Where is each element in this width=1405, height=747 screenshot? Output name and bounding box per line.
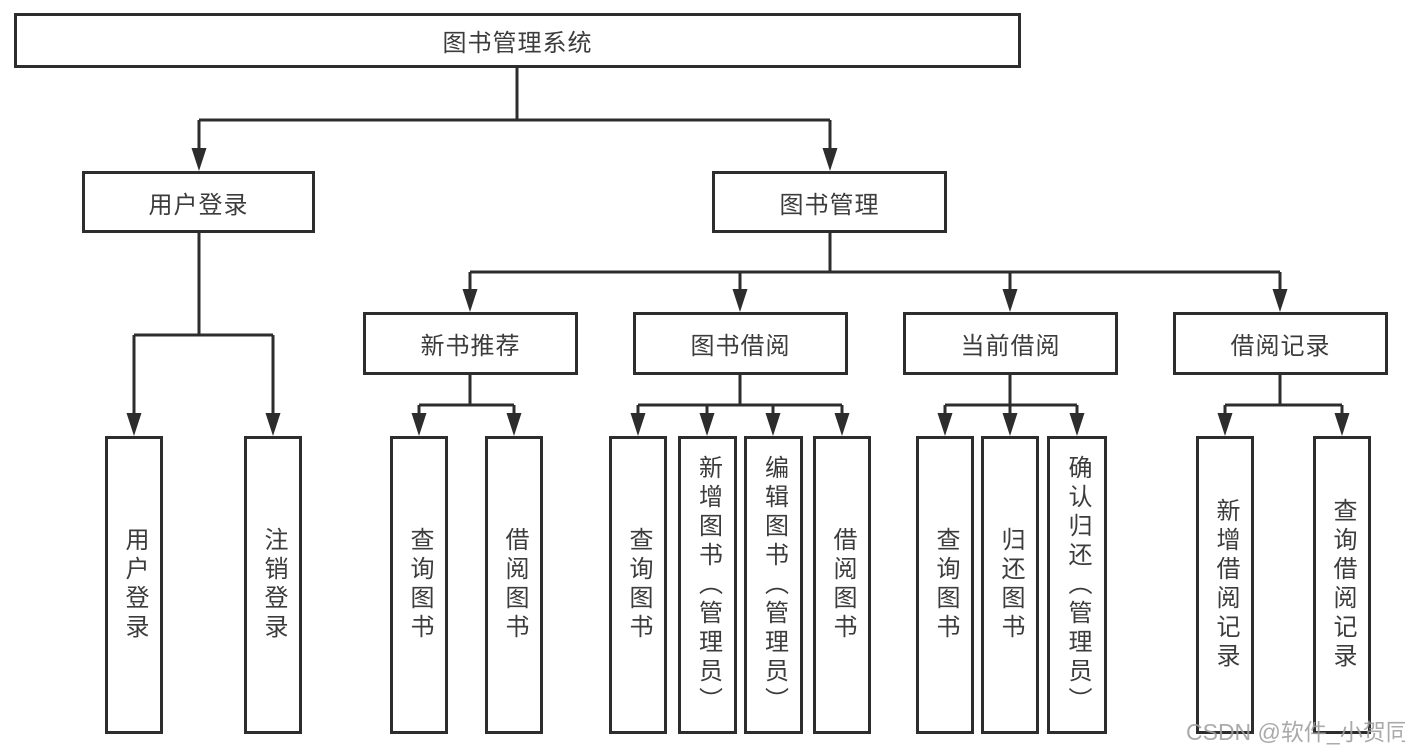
leaf-add-book: 新增图书（管理员） xyxy=(678,436,737,734)
arrow-icon xyxy=(630,413,646,436)
node-book-borrow: 图书借阅 xyxy=(633,312,848,375)
leaf-borrow-book: 借阅图书 xyxy=(813,436,871,734)
arrow-icon xyxy=(822,148,838,171)
edge-bookborrow-to-leaves xyxy=(636,375,844,414)
node-current-borrow-label: 当前借阅 xyxy=(960,333,1061,360)
leaf-query-book-recommend: 查询图书 xyxy=(390,436,448,734)
leaf-query-book-recommend-label: 查询图书 xyxy=(406,527,433,643)
arrow-icon xyxy=(732,289,748,312)
arrow-icon xyxy=(937,413,953,436)
leaf-query-book-borrow-label: 查询图书 xyxy=(625,527,652,643)
arrow-icon xyxy=(462,289,478,312)
edge-userlogin-to-leaves xyxy=(132,233,275,414)
leaf-borrow-book-recommend-label: 借阅图书 xyxy=(501,527,528,643)
arrow-icon xyxy=(765,413,781,436)
arrow-icon xyxy=(1334,413,1350,436)
leaf-edit-book-label: 编辑图书（管理员） xyxy=(760,454,788,716)
arrowheads xyxy=(126,148,1350,436)
edge-currentborrow-to-leaves xyxy=(943,375,1079,414)
edge-newbookrec-to-leaves xyxy=(417,375,516,414)
arrow-icon xyxy=(126,413,142,436)
leaf-confirm-return: 确认归还（管理员） xyxy=(1047,436,1107,734)
node-user-login: 用户登录 xyxy=(82,171,315,233)
edge-root-to-level2 xyxy=(197,68,832,150)
leaf-return-book-label: 归还图书 xyxy=(997,527,1024,643)
leaf-edit-book: 编辑图书（管理员） xyxy=(744,436,803,734)
leaf-add-borrow-record: 新增借阅记录 xyxy=(1196,436,1254,734)
node-current-borrow: 当前借阅 xyxy=(903,312,1118,375)
node-book-management-label: 图书管理 xyxy=(779,191,880,219)
node-book-borrow-label: 图书借阅 xyxy=(690,333,791,360)
node-root-label: 图书管理系统 xyxy=(442,30,593,57)
leaf-query-borrow-record-label: 查询借阅记录 xyxy=(1329,498,1356,672)
leaf-add-book-label: 新增图书（管理员） xyxy=(694,454,722,716)
node-new-book-recommend-label: 新书推荐 xyxy=(420,333,521,360)
leaf-query-book-current: 查询图书 xyxy=(916,436,974,734)
arrow-icon xyxy=(1217,413,1233,436)
node-borrow-records-label: 借阅记录 xyxy=(1230,333,1331,360)
node-user-login-label: 用户登录 xyxy=(148,191,249,219)
arrow-icon xyxy=(1069,413,1085,436)
leaf-logout: 注销登录 xyxy=(244,436,302,734)
edge-borrowrecords-to-leaves xyxy=(1223,375,1344,414)
leaf-confirm-return-label: 确认归还（管理员） xyxy=(1064,454,1091,716)
arrow-icon xyxy=(1002,413,1018,436)
leaf-query-book-current-label: 查询图书 xyxy=(932,527,959,643)
node-root: 图书管理系统 xyxy=(14,13,1021,68)
leaf-add-borrow-record-label: 新增借阅记录 xyxy=(1212,498,1239,672)
edge-bookmgmt-to-level3 xyxy=(468,233,1282,291)
arrow-icon xyxy=(834,413,850,436)
node-new-book-recommend: 新书推荐 xyxy=(363,312,578,375)
leaf-logout-label: 注销登录 xyxy=(260,527,287,643)
arrow-icon xyxy=(1272,289,1288,312)
leaf-query-borrow-record: 查询借阅记录 xyxy=(1313,436,1371,734)
node-borrow-records: 借阅记录 xyxy=(1173,312,1388,375)
leaf-query-book-borrow: 查询图书 xyxy=(609,436,667,734)
arrow-icon xyxy=(506,413,522,436)
leaf-borrow-book-label: 借阅图书 xyxy=(829,527,856,643)
node-book-management: 图书管理 xyxy=(712,171,947,233)
arrow-icon xyxy=(699,413,715,436)
leaf-borrow-book-recommend: 借阅图书 xyxy=(485,436,543,734)
arrow-icon xyxy=(1002,289,1018,312)
arrow-icon xyxy=(265,413,281,436)
leaf-user-login-label: 用户登录 xyxy=(121,527,148,643)
arrow-icon xyxy=(191,148,207,171)
csdn-watermark: CSDN @软件_小贺同学 xyxy=(1186,719,1405,745)
leaf-user-login: 用户登录 xyxy=(105,436,163,734)
arrow-icon xyxy=(411,413,427,436)
leaf-return-book: 归还图书 xyxy=(981,436,1039,734)
